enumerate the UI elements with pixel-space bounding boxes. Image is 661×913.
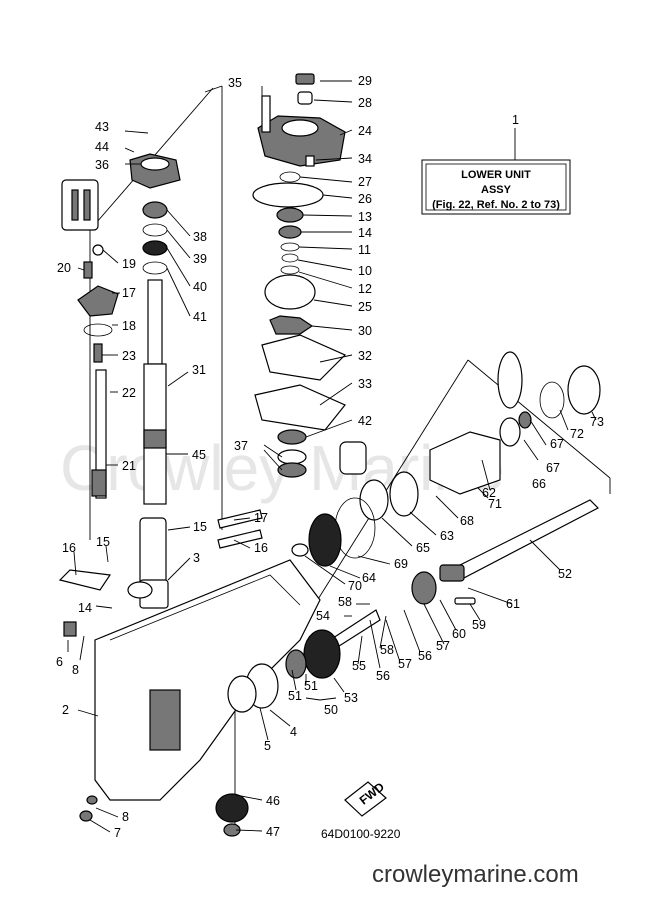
callout-36: 34 [358,152,372,166]
callout-3: 3 [193,551,200,565]
callout-18: 16 [62,541,76,555]
callout-64: 64 [362,571,376,585]
footer-site: crowleymarine.com [372,861,579,888]
callout-49: 47 [266,825,280,839]
callout-67a: 67 [546,461,560,475]
callout-28: 26 [358,192,372,206]
lower-case-housing [58,559,321,822]
callout-15: 17 [254,511,268,525]
callout-71: 71 [488,497,502,511]
callout-59: 59 [472,618,486,632]
shift-rod-parts [61,179,119,499]
callout-52: 52 [558,567,572,581]
callout-27: 25 [358,300,372,314]
callout-42: 40 [193,280,207,294]
callout-70: 70 [348,579,362,593]
callout-68: 68 [460,514,474,528]
callout-37: 35 [228,76,242,90]
callout-62: 62 [482,486,496,500]
callout-31: 29 [358,74,372,88]
callout-61: 61 [506,597,520,611]
svg-text:ASSY: ASSY [481,184,512,196]
callout-2: 2 [62,703,69,717]
callout-72: 72 [570,427,584,441]
callout-29: 27 [358,175,372,189]
callout-57a: 57 [436,639,450,653]
callout-23: 21 [122,459,136,473]
callout-57b: 57 [398,657,412,671]
callout-58b: 58 [380,643,394,657]
callout-8a: 8 [72,663,79,677]
callout-56b: 55 [352,659,366,673]
callout-48: 46 [266,794,280,808]
callout-13: 15 [193,520,207,534]
callout-10b: 12 [358,282,372,296]
diagram-code: 64D0100-9220 [321,827,401,841]
callout-4: 4 [290,725,297,739]
callout-50: 50 [324,703,338,717]
callout-16: 14 [78,601,92,615]
callout-leaders [67,80,597,833]
callout-12: 14 [358,226,372,240]
callout-10a: 11 [358,243,371,257]
callout-5: 5 [264,739,271,753]
callout-45: 43 [95,120,109,134]
callout-60: 60 [452,627,466,641]
callout-47: 45 [192,448,206,462]
callout-6: 6 [56,655,63,669]
callout-58a: 58 [338,595,352,609]
callout-63: 63 [440,529,454,543]
propeller-shaft-gears [127,351,601,837]
callout-43: 41 [193,310,207,324]
callout-32: 30 [358,324,372,338]
callout-30: 28 [358,96,372,110]
svg-text:(Fig. 22, Ref. No. 2 to 73): (Fig. 22, Ref. No. 2 to 73) [432,199,560,211]
callout-25: 23 [122,349,136,363]
svg-text:1: 1 [512,113,519,127]
callout-55: 56 [418,649,432,663]
callout-73: 73 [590,415,604,429]
callout-65: 65 [416,541,430,555]
callout-66: 66 [532,477,546,491]
callout-51a: 51 [288,689,302,703]
callout-56a: 54 [316,609,330,623]
callout-35: 33 [358,377,372,391]
callout-7: 7 [114,826,121,840]
callout-67b: 67 [550,437,564,451]
callout-53: 53 [344,691,358,705]
callout-38: 36 [95,158,109,172]
drive-shaft-parts [129,95,271,609]
callout-33: 31 [192,363,206,377]
callout-24: 22 [122,386,136,400]
callout-39: 37 [234,439,248,453]
svg-text:LOWER UNIT: LOWER UNIT [461,169,531,181]
callout-40: 38 [193,230,207,244]
callout-34: 32 [358,349,372,363]
callout-54: 56 [376,669,390,683]
callout-21: 19 [122,257,136,271]
callout-22: 20 [57,261,71,275]
callout-41: 39 [193,252,207,266]
callout-14: 16 [254,541,268,555]
callout-69: 69 [394,557,408,571]
callout-9: 10 [358,264,372,278]
callout-8b: 8 [122,810,129,824]
fwd-arrow: FWD [344,779,387,817]
callout-17: 15 [96,535,110,549]
callout-44: 42 [358,414,372,428]
assembly-reference-box: 1 LOWER UNIT ASSY (Fig. 22, Ref. No. 2 t… [421,113,571,215]
callout-46: 44 [95,140,109,154]
callout-26: 24 [358,124,372,138]
part-callouts: 29 28 24 34 27 26 13 14 11 10 12 25 30 3… [56,74,604,840]
callout-19: 17 [122,286,136,300]
callout-11: 13 [358,210,372,224]
water-pump-parts [252,73,367,478]
callout-20: 18 [122,319,136,333]
callout-51b: 51 [304,679,318,693]
